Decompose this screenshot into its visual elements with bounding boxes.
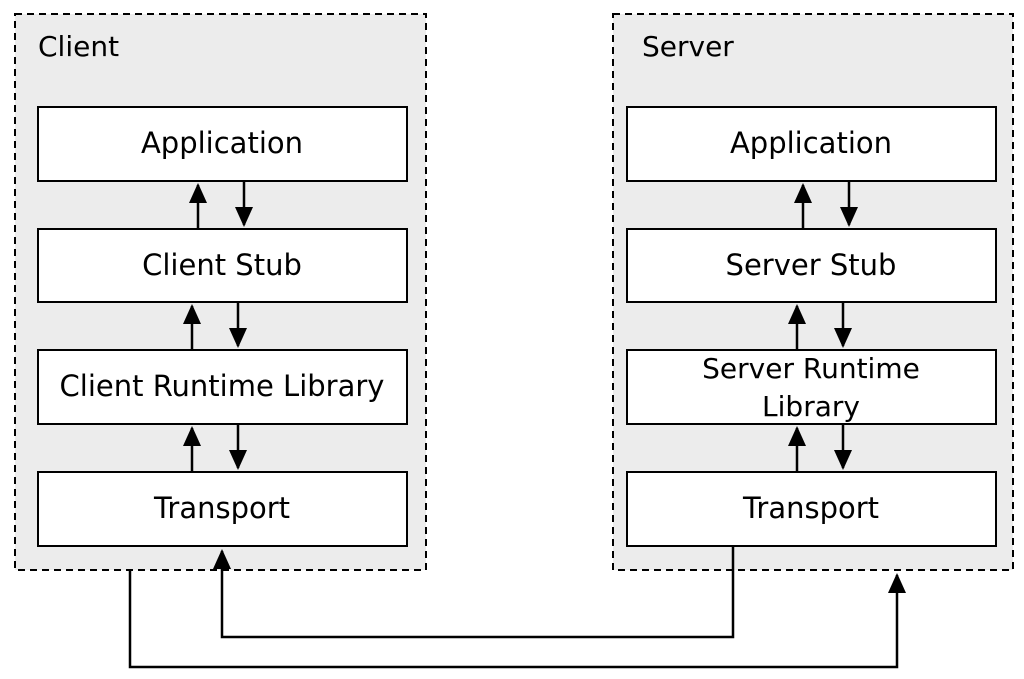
server-stub-layer: Server Stub xyxy=(626,228,997,303)
server-title: Server xyxy=(642,30,734,63)
server-application-box xyxy=(626,106,997,182)
server-transport-box xyxy=(626,471,997,547)
server-transport-layer: Transport xyxy=(626,471,997,547)
server-application-layer: Application xyxy=(626,106,997,182)
client-runtime-layer: Client Runtime Library xyxy=(37,349,408,425)
server-group: Server Application Server Stub Server Ru… xyxy=(612,13,1014,571)
client-transport-box xyxy=(37,471,408,547)
server-application-label: Application xyxy=(730,126,892,160)
client-application-layer: Application xyxy=(37,106,408,182)
client-title: Client xyxy=(38,30,119,63)
server-runtime-layer: Server Runtime Library xyxy=(626,349,997,425)
server-transport-label: Transport xyxy=(742,491,879,525)
client-application-label: Application xyxy=(141,126,303,160)
client-runtime-label: Client Runtime Library xyxy=(60,369,385,403)
client-runtime-box xyxy=(37,349,408,425)
server-stub-box xyxy=(626,228,997,303)
client-stub-layer: Client Stub xyxy=(37,228,408,303)
server-stub-label: Server Stub xyxy=(726,248,897,282)
client-stub-box xyxy=(37,228,408,303)
client-stub-label: Client Stub xyxy=(142,248,302,282)
server-runtime-box xyxy=(626,349,997,425)
client-application-box xyxy=(37,106,408,182)
server-runtime-label-line-1: Server Runtime xyxy=(702,352,920,385)
client-group: Client Application Client Stub Client Ru… xyxy=(14,13,427,571)
client-transport-label: Transport xyxy=(153,491,290,525)
server-transport-to-client-transport-connector xyxy=(213,546,735,639)
client-transport-to-server-transport-connector xyxy=(128,570,906,669)
server-runtime-label-line-2: Library xyxy=(762,390,860,423)
client-transport-layer: Transport xyxy=(37,471,408,547)
